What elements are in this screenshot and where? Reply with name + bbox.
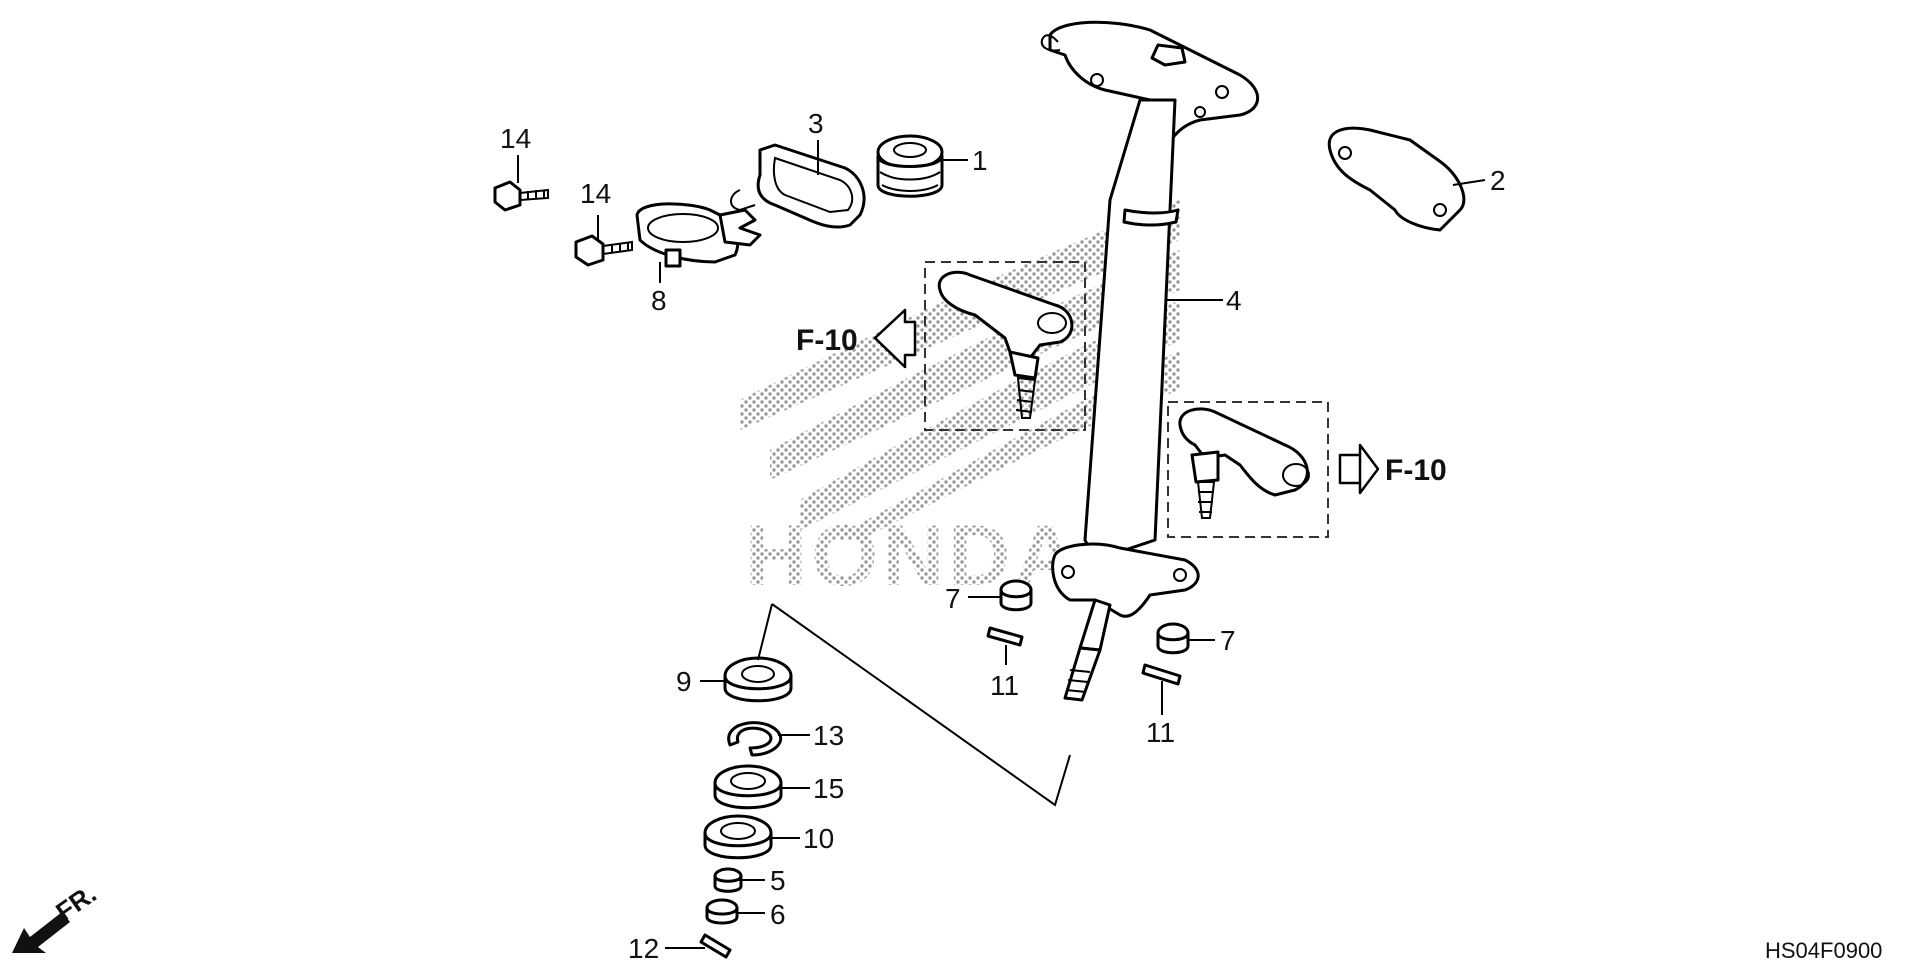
hose-clamp xyxy=(635,202,762,268)
hollow-arrow-icon xyxy=(873,308,917,369)
diagram-code: HS04F0900 xyxy=(1765,938,1882,960)
callout-4: 4 xyxy=(1226,285,1242,316)
lower-cotter-pin xyxy=(699,933,732,959)
tie-rod-end-right xyxy=(1178,407,1310,519)
callout-7-left: 7 xyxy=(945,583,961,614)
callout-1: 1 xyxy=(972,145,988,176)
shaft-holder xyxy=(730,143,866,229)
steering-bushing xyxy=(876,134,944,198)
castle-nut-right xyxy=(1156,622,1190,655)
ref-arrow-left: F-10 xyxy=(796,308,917,369)
circlip xyxy=(727,721,783,757)
ball-bearing-lower xyxy=(703,814,773,860)
hollow-arrow-icon xyxy=(1338,443,1380,495)
lower-parts-stack xyxy=(699,656,793,959)
ref-label-left: F-10 xyxy=(796,324,858,357)
callout-11-left: 11 xyxy=(990,670,1019,701)
callout-6: 6 xyxy=(770,899,786,930)
callout-14-lower: 14 xyxy=(580,178,611,209)
tie-rod-box-left xyxy=(924,261,1086,431)
cotter-pin-left xyxy=(986,626,1024,647)
callout-10: 10 xyxy=(803,823,834,854)
callout-numbers: 1 2 3 4 5 6 7 7 8 9 10 11 11 12 13 14 14… xyxy=(500,108,1506,960)
oil-seal xyxy=(723,656,793,703)
steering-bracket xyxy=(1327,126,1466,232)
callout-2: 2 xyxy=(1490,165,1506,196)
flange-bolt-lower xyxy=(574,234,633,267)
castle-nut-left xyxy=(999,579,1033,612)
cotter-pin-right xyxy=(1141,663,1182,686)
ref-label-right: F-10 xyxy=(1385,454,1447,487)
tie-rod-box-right xyxy=(1167,401,1329,538)
callout-7-right: 7 xyxy=(1220,625,1236,656)
ref-arrow-right: F-10 xyxy=(1338,443,1447,495)
callout-12: 12 xyxy=(628,933,659,960)
ball-bearing-upper xyxy=(713,764,783,810)
leader-lines xyxy=(517,140,1486,949)
callout-13: 13 xyxy=(813,720,844,751)
watermark-logo: HONDA xyxy=(740,200,1180,604)
steering-shaft xyxy=(1040,20,1260,702)
callout-11-right: 11 xyxy=(1146,717,1175,748)
assembly-line xyxy=(757,603,1071,807)
tie-rod-end-left xyxy=(937,270,1074,419)
front-arrow-icon xyxy=(12,912,70,953)
callout-9: 9 xyxy=(676,666,692,697)
collar xyxy=(713,867,743,893)
callout-14-upper: 14 xyxy=(500,123,531,154)
callout-3: 3 xyxy=(808,108,824,139)
callout-8: 8 xyxy=(651,285,667,316)
callout-5: 5 xyxy=(770,865,786,896)
callout-15: 15 xyxy=(813,773,844,804)
flange-bolt-upper xyxy=(493,180,549,212)
front-direction-indicator: FR. xyxy=(12,878,102,953)
lower-nut xyxy=(705,898,739,925)
